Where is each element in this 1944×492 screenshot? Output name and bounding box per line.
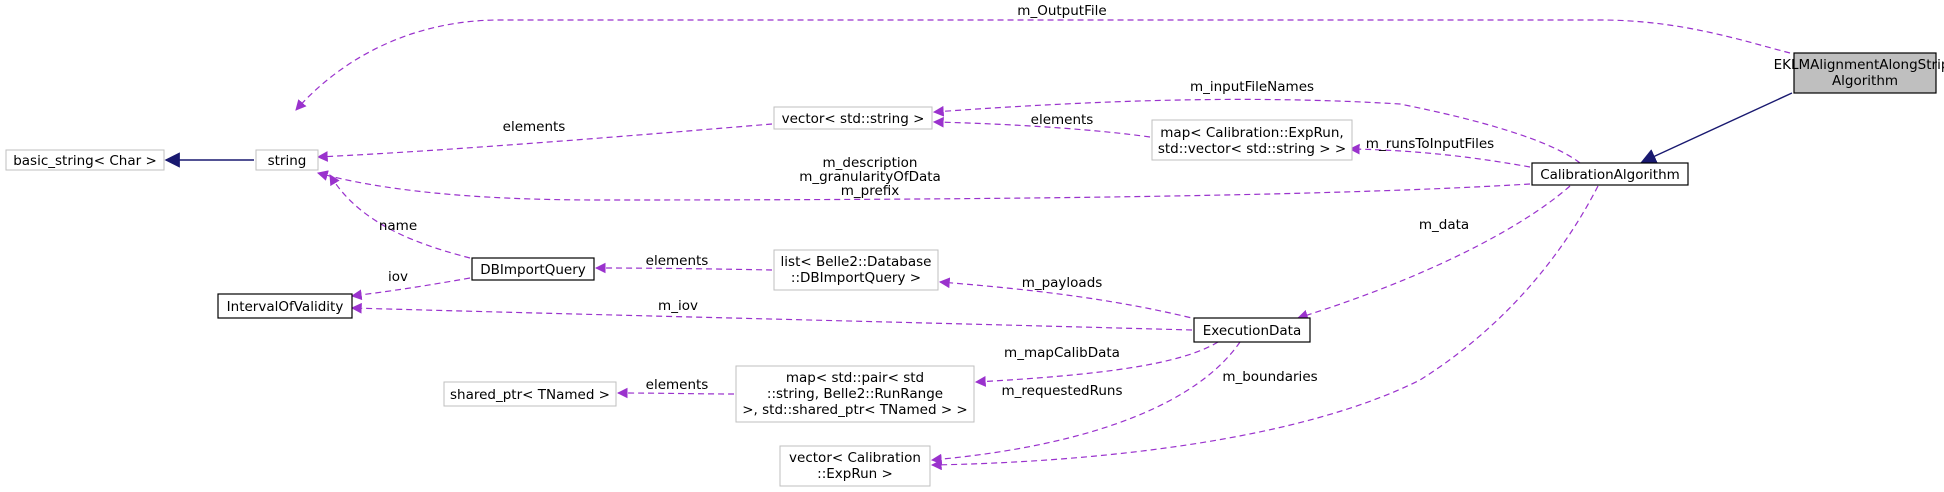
svg-text:DBImportQuery: DBImportQuery [480, 262, 586, 278]
label-data: m_data [1419, 217, 1469, 233]
node-interval-of-validity[interactable]: IntervalOfValidity [217, 293, 353, 319]
label-payloads: m_payloads [1022, 275, 1103, 291]
svg-text:CalibrationAlgorithm: CalibrationAlgorithm [1540, 167, 1680, 183]
label-iov: iov [388, 269, 408, 285]
svg-text:ExecutionData: ExecutionData [1203, 323, 1301, 339]
node-vector-exprun[interactable]: vector< Calibration ::ExpRun > [779, 445, 931, 487]
svg-text:::DBImportQuery >: ::DBImportQuery > [791, 270, 921, 286]
svg-text:shared_ptr< TNamed >: shared_ptr< TNamed > [450, 387, 610, 403]
node-eklm-alignment-along-strips-algorithm[interactable]: EKLMAlignmentAlongStrips Algorithm [1774, 52, 1944, 94]
svg-text:Algorithm: Algorithm [1832, 73, 1898, 89]
label-requested-runs: m_requestedRuns [1001, 383, 1122, 399]
label-name: name [379, 218, 417, 234]
edge-elements-shared-ptr [616, 387, 735, 399]
edge-input-file-names [932, 98, 1581, 164]
svg-text:list< Belle2::Database: list< Belle2::Database [781, 254, 932, 270]
edge-elements-map-exprun [932, 116, 1151, 138]
edge-map-calib-data [974, 341, 1219, 387]
node-map-pair[interactable]: map< std::pair< std ::string, Belle2::Ru… [735, 365, 975, 423]
label-map-calib-data: m_mapCalibData [1004, 345, 1120, 361]
label-description-1: m_granularityOfData [799, 169, 941, 185]
label-input-file-names: m_inputFileNames [1190, 79, 1314, 95]
svg-text:basic_string< Char >: basic_string< Char > [13, 153, 157, 169]
label-description-0: m_description [823, 155, 918, 171]
edge-runs-to-input-files [1348, 143, 1531, 168]
svg-text:>, std::shared_ptr< TNamed > >: >, std::shared_ptr< TNamed > > [742, 402, 968, 418]
label-elements-shared-ptr: elements [646, 377, 709, 393]
svg-text:vector< Calibration: vector< Calibration [789, 450, 921, 466]
node-calibration-algorithm[interactable]: CalibrationAlgorithm [1531, 162, 1689, 186]
node-basic-string[interactable]: basic_string< Char > [5, 149, 165, 171]
edge-labels: m_OutputFile m_inputFileNames elements e… [379, 3, 1494, 399]
svg-text:std::vector< std::string > >: std::vector< std::string > > [1158, 141, 1346, 157]
node-list-dbimport[interactable]: list< Belle2::Database ::DBImportQuery > [773, 249, 939, 291]
node-db-import-query[interactable]: DBImportQuery [471, 257, 595, 281]
edge-iov [350, 277, 471, 301]
node-map-exprun[interactable]: map< Calibration::ExpRun, std::vector< s… [1151, 119, 1353, 161]
label-boundaries: m_boundaries [1222, 369, 1317, 385]
edges [164, 19, 1793, 471]
label-description-2: m_prefix [841, 183, 900, 199]
svg-text:::string, Belle2::RunRange: ::string, Belle2::RunRange [767, 386, 943, 402]
edge-data [1296, 185, 1571, 321]
edge-description [316, 170, 1531, 201]
edge-output-file [295, 19, 1791, 111]
label-elements-map-exprun: elements [1031, 112, 1094, 128]
node-vector-string[interactable]: vector< std::string > [773, 106, 933, 130]
label-runs-to-input-files: m_runsToInputFiles [1366, 136, 1494, 152]
svg-text:vector< std::string >: vector< std::string > [782, 111, 925, 127]
label-m-iov: m_iov [658, 298, 698, 314]
label-elements-vector-string: elements [503, 119, 566, 135]
edge-m-iov [350, 302, 1193, 331]
svg-text:map< std::pair< std: map< std::pair< std [786, 370, 924, 386]
edge-boundaries [930, 185, 1599, 471]
svg-text:string: string [268, 153, 307, 169]
label-elements-list: elements [646, 253, 709, 269]
node-shared-ptr[interactable]: shared_ptr< TNamed > [443, 381, 617, 407]
edge-requested-runs [930, 341, 1241, 465]
label-output-file: m_OutputFile [1017, 3, 1106, 19]
edge-name [329, 174, 471, 259]
svg-text:IntervalOfValidity: IntervalOfValidity [227, 299, 344, 315]
svg-text:map< Calibration::ExpRun,: map< Calibration::ExpRun, [1160, 125, 1343, 141]
edge-payloads [938, 277, 1201, 321]
node-string[interactable]: string [255, 149, 319, 171]
edge-elements-list [594, 262, 773, 274]
svg-text:EKLMAlignmentAlongStrips: EKLMAlignmentAlongStrips [1774, 57, 1944, 73]
node-execution-data[interactable]: ExecutionData [1193, 317, 1311, 343]
edge-elements-vector-string [316, 123, 773, 162]
edge-inheritance-calibration [1640, 92, 1793, 164]
svg-text:::ExpRun >: ::ExpRun > [817, 466, 893, 482]
